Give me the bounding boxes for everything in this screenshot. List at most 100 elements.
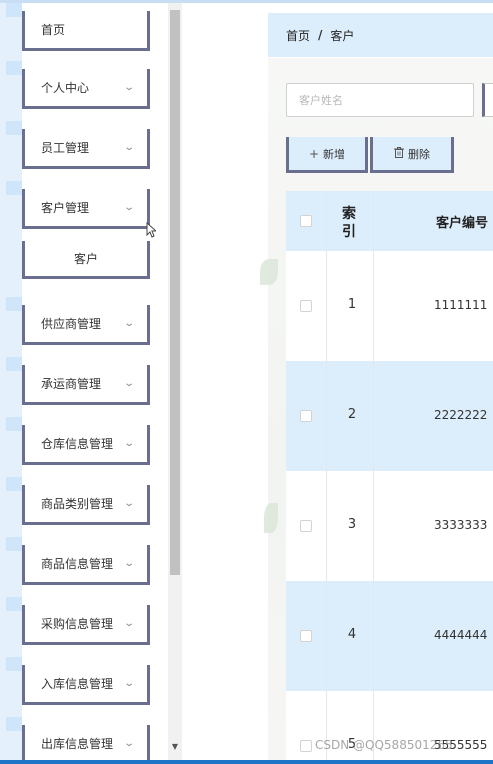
- sidebar-tab-marker: [6, 657, 22, 671]
- sidebar-item-label: 出库信息管理: [41, 737, 114, 751]
- sidebar-item-1[interactable]: 首页: [22, 11, 150, 51]
- row-index: 3: [347, 517, 357, 532]
- sidebar-item-7[interactable]: 仓库信息管理 ⌄: [22, 425, 150, 465]
- row-index: 1: [347, 297, 357, 312]
- chevron-down-icon: ⌄: [122, 318, 135, 329]
- watermark: CSDN @QQ588501265: [315, 738, 453, 752]
- column-header-index-line1: 索: [342, 206, 356, 222]
- chevron-down-icon: ⌄: [122, 738, 135, 749]
- table-header: 索 引 客户编号: [286, 191, 493, 251]
- chevron-down-icon: ⌄: [122, 438, 135, 449]
- sidebar-subitem-label: 客户: [73, 252, 98, 266]
- sidebar-tab-marker: [6, 597, 22, 611]
- breadcrumb-separator: /: [318, 28, 323, 42]
- sidebar-scrollbar-thumb[interactable]: [170, 10, 180, 575]
- scroll-down-arrow-icon[interactable]: ▼: [171, 742, 179, 751]
- sidebar-item-4[interactable]: 客户管理 ⌄: [22, 189, 150, 229]
- row-customer-code: 2222222: [434, 408, 488, 422]
- trash-icon: [394, 146, 404, 161]
- breadcrumb: 首页 / 客户: [268, 13, 493, 57]
- row-customer-code: 4444444: [434, 628, 488, 642]
- sidebar-tab-marker: [6, 537, 22, 551]
- leaf-decoration: [264, 503, 278, 533]
- sidebar-item-11[interactable]: 入库信息管理 ⌄: [22, 665, 150, 705]
- leaf-decoration: [260, 259, 278, 285]
- sidebar-item-8[interactable]: 商品类别管理 ⌄: [22, 485, 150, 525]
- row-customer-code: 1111111: [434, 298, 488, 312]
- search-button[interactable]: [482, 83, 493, 117]
- column-divider: [373, 191, 374, 760]
- sidebar-item-label: 供应商管理: [41, 317, 102, 331]
- sidebar-item-9[interactable]: 商品信息管理 ⌄: [22, 545, 150, 585]
- row-customer-code: 3333333: [434, 518, 488, 532]
- mouse-cursor-icon: [146, 222, 156, 238]
- sidebar-tab-marker: [6, 121, 22, 135]
- sidebar-item-label: 员工管理: [41, 141, 90, 155]
- sidebar-tab-marker: [6, 357, 22, 371]
- status-bar: [0, 760, 493, 764]
- sidebar-item-5[interactable]: 供应商管理 ⌄: [22, 305, 150, 345]
- sidebar-subitem-customer[interactable]: 客户: [22, 241, 150, 279]
- sidebar-item-10[interactable]: 采购信息管理 ⌄: [22, 605, 150, 645]
- delete-button-label: 删除: [408, 147, 430, 161]
- sidebar-tab-marker: [6, 717, 22, 731]
- sidebar-tab-marker: [6, 181, 22, 195]
- select-all-checkbox[interactable]: [300, 215, 312, 227]
- row-checkbox[interactable]: [300, 300, 312, 312]
- row-checkbox[interactable]: [300, 630, 312, 642]
- sidebar-tab-marker: [6, 297, 22, 311]
- breadcrumb-current: 客户: [330, 28, 355, 43]
- chevron-down-icon: ⌄: [122, 558, 135, 569]
- row-checkbox[interactable]: [300, 740, 312, 752]
- chevron-down-icon: ⌄: [122, 678, 135, 689]
- main-content: 首页 / 客户 + 新增 删除 索 引 客户编号 111111112222222…: [182, 3, 493, 760]
- row-index: 4: [347, 627, 357, 642]
- row-index: 5: [347, 737, 357, 752]
- sidebar-item-12[interactable]: 出库信息管理 ⌄: [22, 725, 150, 760]
- sidebar-tab-marker: [6, 61, 22, 75]
- sidebar-item-6[interactable]: 承运商管理 ⌄: [22, 365, 150, 405]
- window-top-border: [0, 0, 493, 3]
- column-header-customer-code: 客户编号: [436, 216, 489, 231]
- chevron-down-icon: ⌄: [122, 498, 135, 509]
- row-checkbox[interactable]: [300, 520, 312, 532]
- chevron-down-icon: ⌄: [122, 202, 135, 213]
- row-checkbox[interactable]: [300, 410, 312, 422]
- sidebar-item-3[interactable]: 员工管理 ⌄: [22, 129, 150, 169]
- row-customer-code: 5555555: [434, 738, 488, 752]
- sidebar-menu: 首页个人中心⌄员工管理⌄客户管理⌄客户供应商管理⌄承运商管理⌄仓库信息管理⌄商品…: [0, 3, 168, 760]
- sidebar-tab-marker: [6, 417, 22, 431]
- customer-name-search-input[interactable]: [286, 83, 474, 117]
- sidebar-strip: [0, 3, 22, 760]
- add-button-label: 新增: [323, 147, 346, 161]
- sidebar-item-label: 个人中心: [41, 81, 90, 95]
- sidebar-item-2[interactable]: 个人中心 ⌄: [22, 69, 150, 109]
- chevron-down-icon: ⌄: [122, 378, 135, 389]
- chevron-down-icon: ⌄: [122, 618, 135, 629]
- sidebar-item-label: 承运商管理: [41, 377, 102, 391]
- delete-button[interactable]: 删除: [370, 137, 454, 173]
- sidebar-item-label: 商品类别管理: [41, 497, 114, 511]
- add-button[interactable]: + 新增: [286, 137, 368, 173]
- sidebar-item-label: 仓库信息管理: [41, 437, 114, 451]
- column-divider: [326, 191, 327, 760]
- row-index: 2: [347, 407, 357, 422]
- chevron-down-icon: ⌄: [122, 142, 135, 153]
- sidebar-tab-marker: [6, 3, 22, 17]
- sidebar-item-label: 商品信息管理: [41, 557, 114, 571]
- chevron-down-icon: ⌄: [122, 82, 135, 93]
- sidebar-item-label: 入库信息管理: [41, 677, 114, 691]
- sidebar-item-label: 客户管理: [41, 201, 90, 215]
- sidebar-item-label: 采购信息管理: [41, 617, 114, 631]
- sidebar-item-label: 首页: [41, 23, 66, 37]
- plus-icon: +: [308, 146, 320, 161]
- column-header-index-line2: 引: [342, 224, 356, 240]
- breadcrumb-home[interactable]: 首页: [286, 28, 311, 43]
- sidebar-tab-marker: [6, 477, 22, 491]
- column-header-index: 索 引: [342, 205, 364, 241]
